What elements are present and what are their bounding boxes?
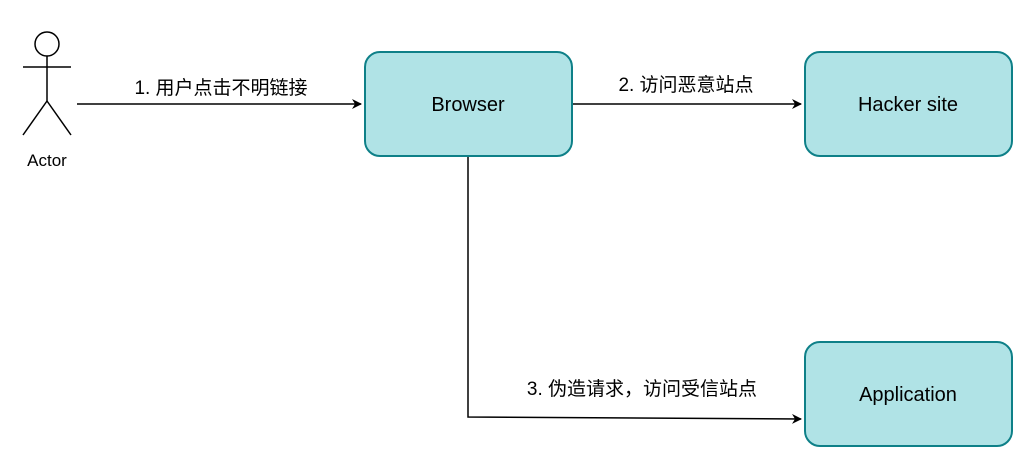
browser-node-label: Browser bbox=[431, 94, 505, 116]
edge-forge-request-line bbox=[467, 157, 802, 424]
browser-node[interactable]: Browser bbox=[364, 51, 573, 157]
edge-user-click-label: 1. 用户点击不明链接 bbox=[134, 77, 307, 99]
edge-visit-malicious: 2. 访问恶意站点 bbox=[573, 74, 802, 109]
edge-user-click: 1. 用户点击不明链接 bbox=[77, 77, 362, 109]
edge-visit-malicious-label: 2. 访问恶意站点 bbox=[618, 74, 753, 96]
application-node-label: Application bbox=[859, 384, 957, 406]
hacker-site-node[interactable]: Hacker site bbox=[804, 51, 1013, 157]
edge-forge-request-label: 3. 伪造请求，访问受信站点 bbox=[527, 378, 757, 400]
actor[interactable]: Actor bbox=[22, 31, 72, 170]
hacker-site-node-label: Hacker site bbox=[858, 94, 958, 116]
edge-forge-request: 3. 伪造请求，访问受信站点 bbox=[467, 157, 802, 424]
stick-figure-icon bbox=[22, 31, 72, 136]
actor-label: Actor bbox=[27, 151, 67, 170]
application-node[interactable]: Application bbox=[804, 341, 1013, 447]
